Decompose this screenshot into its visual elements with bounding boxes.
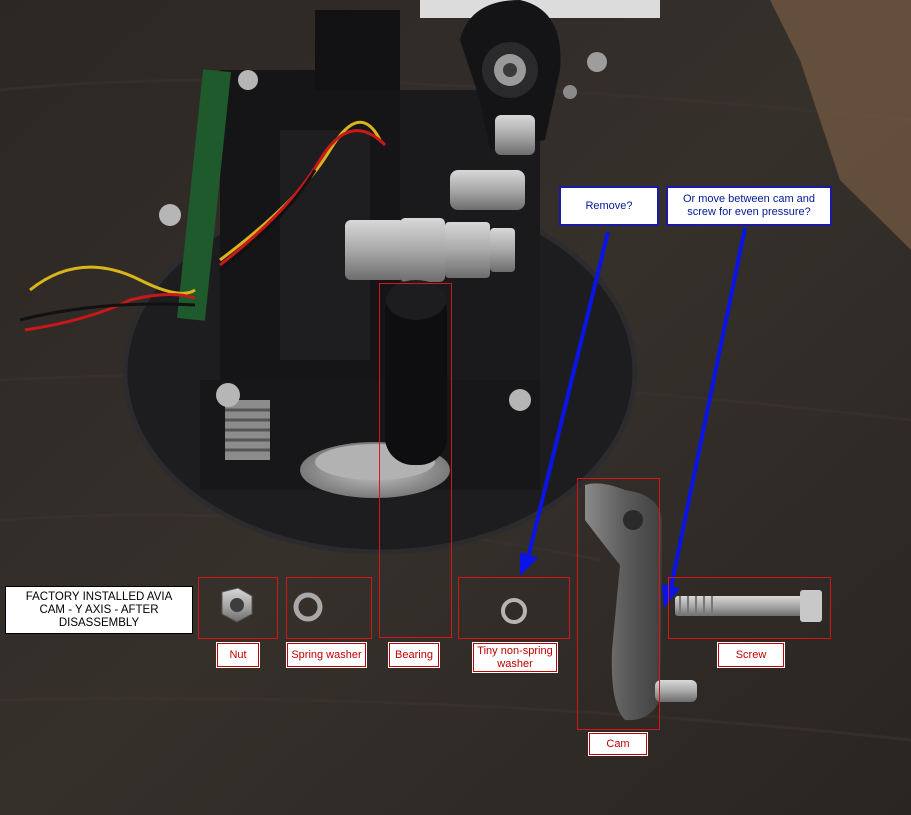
shaft-knurl bbox=[400, 218, 445, 282]
screw-highlight bbox=[668, 577, 831, 639]
move-callout: Or move between cam and screw for even p… bbox=[666, 186, 832, 226]
gimbal-block-top bbox=[315, 10, 400, 90]
bearing-part bbox=[385, 285, 447, 465]
tiny-washer-label: Tiny non-spring washer bbox=[472, 642, 558, 673]
post-left bbox=[216, 383, 240, 407]
wire-black bbox=[19, 169, 317, 322]
post-top-left bbox=[159, 204, 181, 226]
cam-part bbox=[585, 483, 662, 721]
screw-label: Screw bbox=[717, 642, 785, 668]
shaft-nut bbox=[445, 222, 490, 278]
photo-title: FACTORY INSTALLED AVIA CAM - Y AXIS - AF… bbox=[5, 586, 193, 634]
wire-red bbox=[24, 129, 387, 332]
tiny-washer-highlight bbox=[458, 577, 570, 639]
post-top bbox=[238, 70, 258, 90]
post-right bbox=[509, 389, 531, 411]
pcb bbox=[177, 69, 231, 321]
nut-highlight bbox=[198, 577, 278, 639]
arrow-move bbox=[662, 227, 747, 608]
remove-callout: Remove? bbox=[559, 186, 659, 226]
screw-part bbox=[675, 596, 805, 616]
spring-washer-label: Spring washer bbox=[286, 642, 367, 668]
wire-yellow bbox=[29, 120, 382, 295]
spring-washer-highlight bbox=[286, 577, 372, 639]
top-screw bbox=[495, 115, 535, 155]
loose-screw-1 bbox=[587, 52, 607, 72]
cardboard bbox=[770, 0, 911, 250]
cam-screw bbox=[655, 680, 697, 702]
bearing-highlight bbox=[379, 283, 452, 638]
tiny-washer-part bbox=[501, 598, 527, 624]
nut-label: Nut bbox=[216, 642, 260, 668]
cam-highlight bbox=[577, 478, 660, 730]
loose-screw-2 bbox=[563, 85, 577, 99]
side-screw bbox=[450, 170, 525, 210]
bearing-label: Bearing bbox=[388, 642, 440, 668]
spring-washer-part bbox=[293, 592, 323, 622]
arrow-remove bbox=[520, 231, 610, 576]
cam-label: Cam bbox=[588, 732, 648, 756]
shaft-collar bbox=[345, 220, 405, 280]
shaft-end bbox=[490, 228, 515, 272]
